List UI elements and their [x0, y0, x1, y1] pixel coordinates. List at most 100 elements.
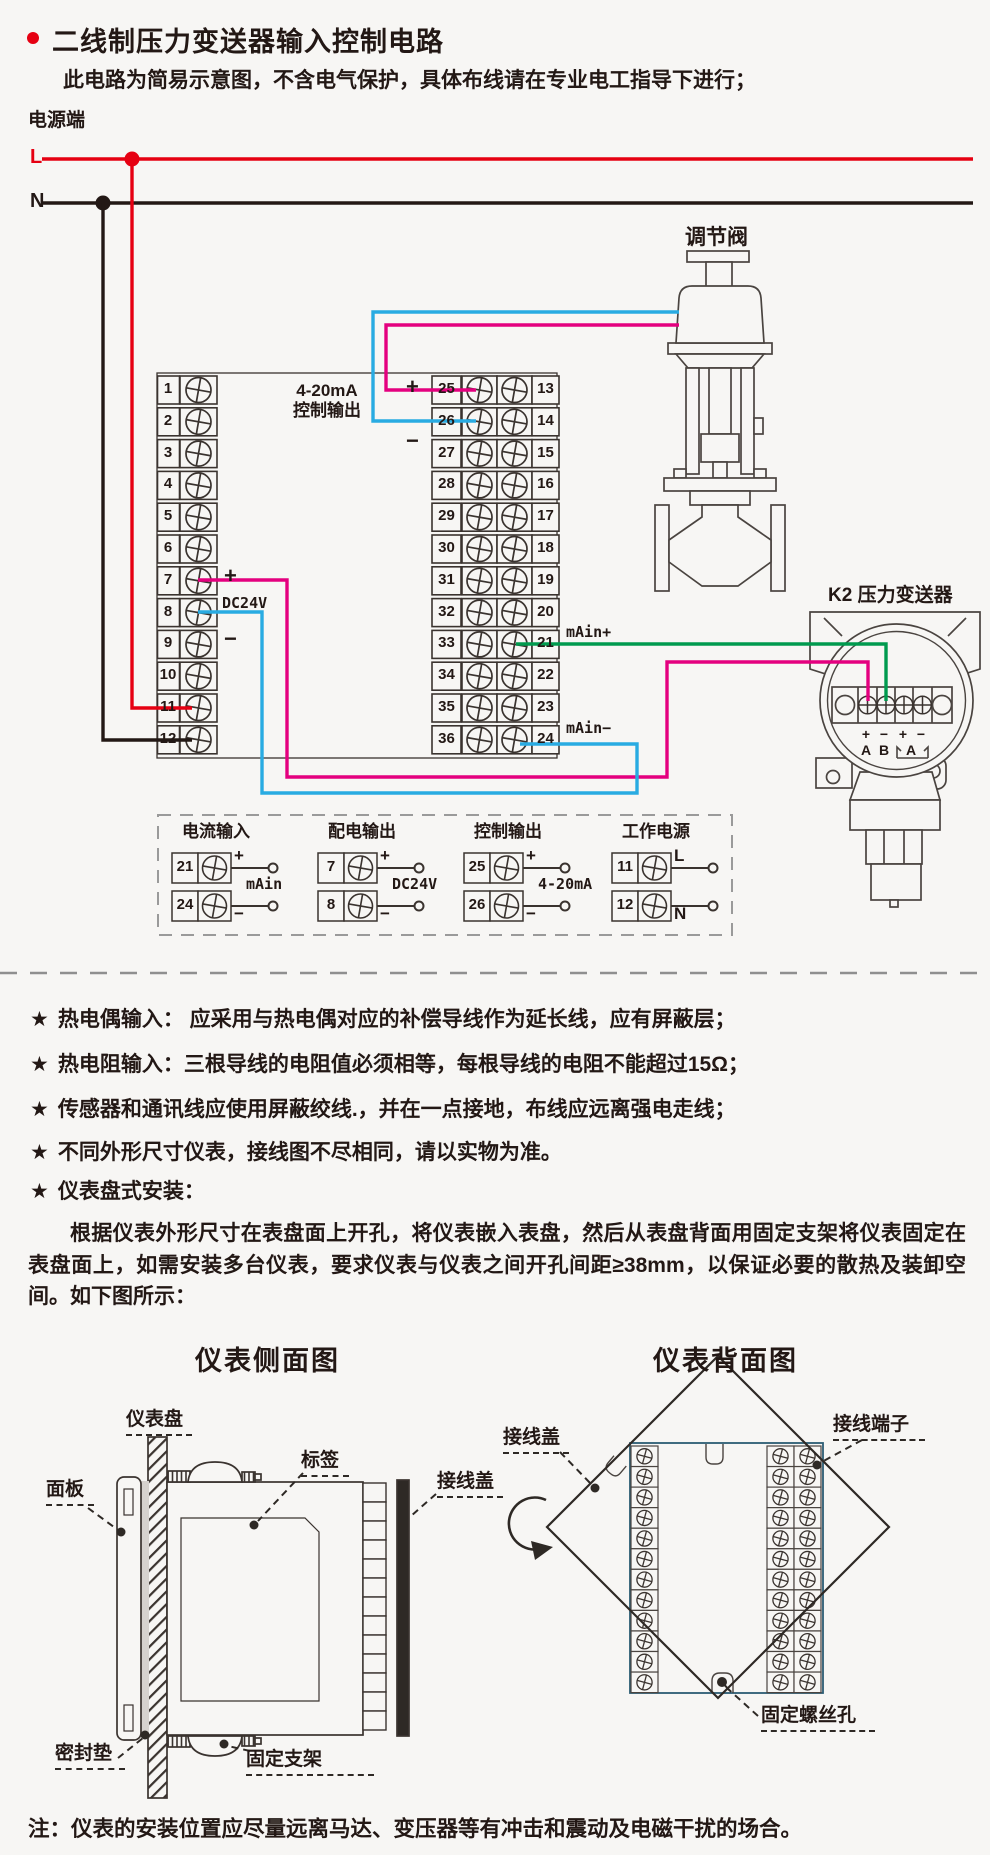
legend-graphics: [171, 852, 719, 922]
terminal-panel-outline: [156, 372, 558, 759]
page-subtitle: 此电路为简易示意图，不含电气保护，具体布线请在专业电工指导下进行；: [63, 69, 756, 92]
terminal-number-outer: 22: [537, 666, 554, 684]
terminal-number-inner: 30: [438, 539, 455, 556]
title-bullet-icon: [27, 32, 39, 44]
terminal-number-inner: 29: [438, 507, 455, 525]
legend-signal-label: mAin: [246, 875, 283, 893]
terminal-number-inner: 27: [438, 443, 455, 461]
screw-hole-label: 固定螺丝孔: [761, 1705, 875, 1732]
control-valve-drawing: [654, 250, 786, 592]
terminal-number-left: 10: [159, 666, 177, 684]
terminal-number-outer: 13: [537, 380, 554, 397]
gasket-label: 密封垫: [55, 1743, 125, 1770]
transmitter-sign: +: [898, 726, 908, 742]
output-label-line1: 4-20mA: [296, 381, 358, 400]
dc24v-label: DC24V: [222, 594, 268, 612]
note-bullet: ★热电偶输入： 应采用与热电偶对应的补偿导线作为延长线，应有屏蔽层；: [30, 1008, 736, 1031]
back-view-drawing: [507, 1354, 891, 1700]
legend-group-title: 控制输出: [474, 822, 542, 841]
legend-terminal-number: 24: [176, 896, 194, 913]
terminal-number-left: 7: [163, 570, 173, 588]
back-terminals-label: 接线端子: [833, 1414, 925, 1441]
legend-terminal-sign: +: [526, 846, 536, 865]
label-leaders: [87, 1439, 863, 1759]
legend-terminal-number: 7: [326, 858, 336, 875]
terminal-number-left: 3: [163, 443, 173, 461]
terminal-number-outer: 14: [537, 411, 554, 429]
terminal-number-left: 12: [159, 729, 177, 747]
wires: [101, 159, 888, 795]
legend-group-title: 配电输出: [328, 822, 396, 841]
line-n-label: N: [30, 190, 45, 212]
legend-terminal-sign: −: [234, 904, 244, 923]
legend-group-title: 电流输入: [182, 822, 250, 841]
back-view-title: 仪表背面图: [653, 1346, 798, 1376]
terminal-number-left: 4: [163, 475, 173, 493]
legend-terminal-sign: +: [380, 846, 390, 865]
terminal-number-left: 5: [163, 507, 173, 525]
transmitter-sign: +: [861, 726, 871, 742]
terminal-number-left: 8: [163, 602, 173, 620]
terminal-number-left: 11: [160, 698, 176, 715]
side-wiring-cover-label: 接线盖: [437, 1471, 503, 1498]
terminal-number-inner: 26: [438, 411, 455, 429]
main-minus-label: mAin−: [566, 719, 612, 737]
valve-label: 调节阀: [685, 226, 748, 249]
tag-label: 标签: [301, 1450, 349, 1477]
terminal-number-left: 1: [163, 380, 173, 397]
terminal25-plus: +: [406, 374, 419, 399]
terminal-number-outer: 16: [537, 475, 554, 493]
legend-signal-label: 4-20mA: [538, 875, 593, 893]
star-icon: ★: [30, 1180, 49, 1203]
legend-box: [157, 814, 733, 936]
terminal26-minus: −: [406, 428, 419, 453]
dc24v-minus: −: [224, 626, 237, 651]
terminal-number-outer: 18: [537, 539, 554, 556]
legend-signal-label: DC24V: [392, 875, 438, 893]
note-bullet: ★仪表盘式安装：: [30, 1180, 205, 1203]
legend-terminal-sign: +: [234, 846, 244, 865]
star-icon: ★: [30, 1053, 49, 1076]
terminal-number-inner: 32: [438, 602, 455, 620]
panel-board-label: 仪表盘: [126, 1409, 192, 1436]
terminal-number-outer: 19: [537, 570, 554, 588]
terminal-number-inner: 36: [438, 729, 455, 747]
terminal-number-left: 2: [163, 411, 173, 429]
dc24v-plus: +: [224, 563, 237, 588]
legend-terminal-number: 11: [617, 858, 633, 875]
install-paragraph: 根据仪表外形尺寸在表盘面上开孔，将仪表嵌入表盘，然后从表盘背面用固定支架将仪表固…: [28, 1222, 966, 1308]
terminal-number-inner: 34: [438, 666, 455, 684]
terminal-number-outer: 24: [537, 729, 554, 747]
legend-terminal-number: 8: [326, 896, 336, 913]
back-wiring-cover-label: 接线盖: [503, 1427, 569, 1454]
label-leader-dots: [116, 1460, 822, 1749]
star-icon: ★: [30, 1008, 49, 1031]
bracket-label: 固定支架: [246, 1749, 374, 1776]
output-label-line2: 控制输出: [293, 401, 361, 420]
legend-terminal-number: 26: [468, 896, 486, 913]
terminal-number-outer: 21: [537, 634, 554, 652]
terminal-number-inner: 31: [438, 570, 455, 588]
legend-terminal-sign: −: [380, 904, 390, 923]
footer-note: 注：仪表的安装位置应尽量远离马达、变压器等有冲击和震动及电磁干扰的场合。: [28, 1817, 803, 1841]
terminal-number-left: 9: [163, 634, 173, 652]
terminal-number-left: 6: [163, 539, 173, 556]
main-plus-label: mAin+: [566, 623, 612, 641]
front-panel-label: 面板: [46, 1479, 94, 1506]
legend-group-title: 工作电源: [622, 822, 690, 841]
legend-terminal-number: 12: [616, 896, 634, 913]
star-icon: ★: [30, 1098, 49, 1121]
page-title: 二线制压力变送器输入控制电路: [52, 27, 444, 57]
transmitter-sign: −: [879, 726, 889, 742]
terminal-number-outer: 15: [537, 443, 554, 461]
terminal-number-outer: 20: [537, 602, 554, 620]
note-bullet: ★不同外形尺寸仪表，接线图不尽相同，请以实物为准。: [30, 1141, 562, 1164]
note-bullet: ★传感器和通讯线应使用屏蔽绞线.，并在一点接地，布线应远离强电走线；: [30, 1098, 736, 1121]
terminal-number-inner: 28: [438, 475, 455, 493]
legend-terminal-sign: L: [674, 846, 685, 865]
terminal-number-outer: 17: [537, 507, 554, 525]
legend-terminal-number: 25: [468, 858, 486, 875]
